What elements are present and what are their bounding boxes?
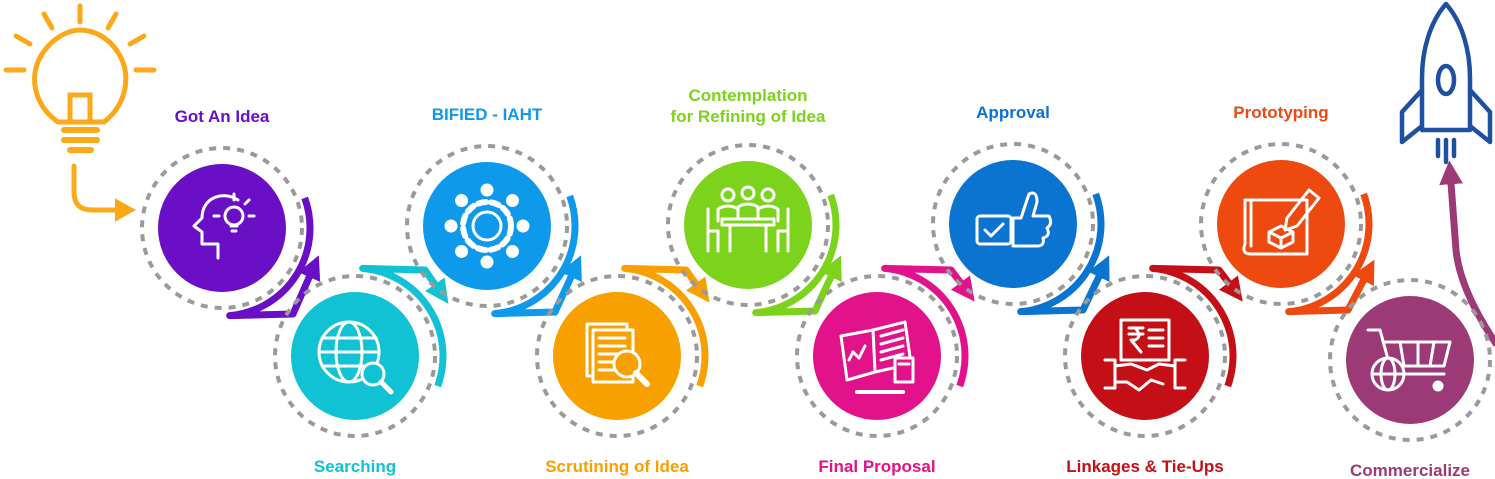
dashed-ring bbox=[140, 146, 304, 310]
connector-arrow-8 bbox=[1149, 264, 1243, 388]
connector-arrow-4 bbox=[621, 264, 710, 388]
step-node-10 bbox=[1328, 278, 1492, 442]
step-disc bbox=[1081, 292, 1209, 420]
meeting-table-icon bbox=[706, 185, 790, 253]
dashed-ring bbox=[1199, 142, 1363, 306]
step-label-8: Linkages & Tie-Ups bbox=[1015, 456, 1275, 477]
dashed-ring bbox=[405, 144, 569, 308]
connector-arrow-5 bbox=[752, 193, 842, 317]
step-disc bbox=[423, 162, 551, 290]
step-disc bbox=[291, 292, 419, 420]
document-magnifier-icon bbox=[585, 322, 650, 387]
step-disc bbox=[1217, 160, 1345, 288]
step-label-line: Commercialize bbox=[1350, 461, 1470, 479]
step-label-line: for Refining of Idea bbox=[670, 107, 826, 126]
step-label-line: Contemplation bbox=[688, 86, 808, 105]
rocket-icon bbox=[1399, 1, 1493, 165]
step-label-line: Prototyping bbox=[1233, 103, 1329, 122]
step-label-9: Prototyping bbox=[1151, 102, 1411, 123]
step-label-line: Final Proposal bbox=[818, 457, 936, 476]
step-nodes bbox=[140, 142, 1492, 442]
step-label-1: Got An Idea bbox=[92, 106, 352, 127]
step-label-line: Got An Idea bbox=[174, 107, 270, 126]
connector-arrow-1 bbox=[226, 196, 321, 320]
step-label-7: Approval bbox=[883, 102, 1143, 123]
connector-arrow-6 bbox=[881, 264, 975, 388]
head-idea-icon bbox=[192, 192, 256, 260]
dashed-ring bbox=[931, 142, 1095, 306]
step-label-line: Searching bbox=[313, 457, 397, 476]
step-disc bbox=[813, 292, 941, 420]
dashed-ring bbox=[535, 274, 699, 438]
step-label-2: Searching bbox=[225, 456, 485, 477]
step-node-2 bbox=[273, 274, 437, 438]
dashed-ring bbox=[666, 143, 830, 307]
thumbs-up-check-icon bbox=[975, 191, 1053, 248]
step-label-line: BIFIED - IAHT bbox=[431, 105, 543, 124]
connector-arrow-3 bbox=[491, 194, 582, 318]
team-gear-icon bbox=[444, 183, 530, 269]
dashed-ring bbox=[1328, 278, 1492, 442]
step-label-line: Linkages & Tie-Ups bbox=[1066, 457, 1224, 476]
step-label-5: Contemplation for Refining of Idea bbox=[618, 85, 878, 127]
step-node-9 bbox=[1199, 142, 1363, 306]
step-node-8 bbox=[1063, 274, 1227, 438]
connector-arrow-2 bbox=[359, 264, 449, 388]
connector-arrow-9 bbox=[1285, 192, 1375, 316]
connector-arrows bbox=[226, 160, 1495, 388]
dashed-ring bbox=[273, 274, 437, 438]
notebook-calculator-icon bbox=[839, 320, 915, 394]
step-disc bbox=[1346, 296, 1474, 424]
step-label-4: Scrutining of Idea bbox=[487, 456, 747, 477]
step-node-4 bbox=[535, 274, 699, 438]
step-node-5 bbox=[666, 143, 830, 307]
step-label-3: BIFIED - IAHT bbox=[357, 104, 617, 125]
step-label-line: Approval bbox=[976, 103, 1050, 122]
rupee-handshake-icon bbox=[1103, 318, 1187, 392]
dashed-ring bbox=[795, 274, 959, 438]
blueprint-pencil-icon bbox=[1242, 188, 1321, 256]
step-label-6: Final Proposal bbox=[747, 456, 1007, 477]
dashed-ring bbox=[1063, 274, 1227, 438]
globe-search-icon bbox=[317, 320, 394, 395]
connector-arrow-rocket bbox=[1439, 160, 1495, 347]
step-label-10: Commercialize bbox=[1280, 460, 1495, 479]
step-node-6 bbox=[795, 274, 959, 438]
step-disc bbox=[158, 164, 286, 292]
connector-arrow-7 bbox=[1017, 192, 1110, 316]
step-node-3 bbox=[405, 144, 569, 308]
step-label-line: Scrutining of Idea bbox=[545, 457, 689, 476]
step-node-1 bbox=[140, 146, 304, 310]
step-node-7 bbox=[931, 142, 1095, 306]
shopping-cart-globe-icon bbox=[1366, 328, 1452, 392]
light-bulb-icon bbox=[3, 3, 157, 222]
